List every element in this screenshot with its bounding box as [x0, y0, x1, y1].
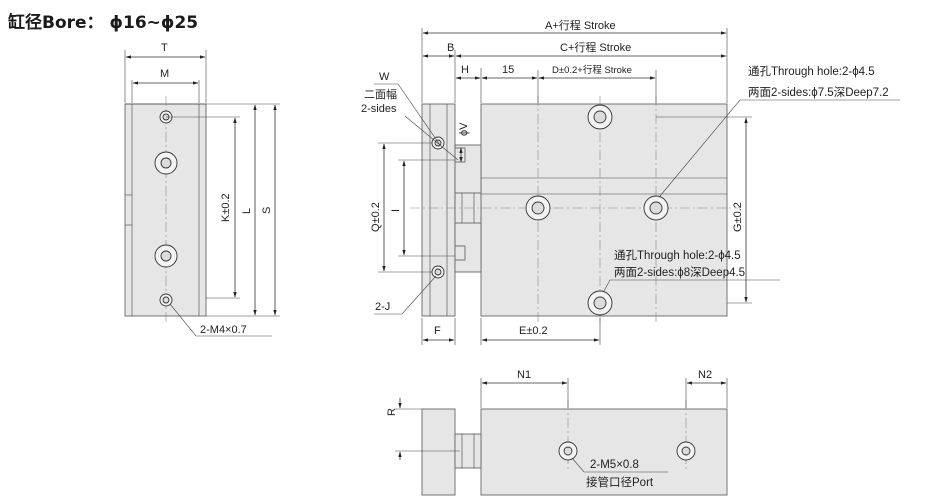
bottom-end-plate	[421, 408, 456, 496]
dim-W: W	[379, 71, 390, 83]
dim-G: G±0.2	[732, 202, 744, 232]
through-hole-top-2: 两面2-sides:ϕ7.5深Deep7.2	[748, 85, 889, 99]
dim-F: F	[434, 325, 441, 337]
dim-E: E±0.2	[519, 325, 548, 337]
left-end-view: T M K±0.2 L S 2-M4×0.7	[124, 42, 280, 337]
dim-C-stroke: C+行程 Stroke	[560, 41, 631, 54]
dim-H: H	[461, 64, 469, 76]
dim-A-stroke: A+行程 Stroke	[545, 19, 616, 32]
dim-L: L	[241, 208, 253, 214]
through-hole-top-1: 通孔Through hole:2-ϕ4.5	[748, 65, 875, 78]
dim-S: S	[261, 207, 273, 214]
bore-title: 缸径Bore： ϕ16~ϕ25	[8, 13, 199, 33]
dim-I: I	[390, 209, 402, 212]
main-side-view: A+行程 Stroke C+行程 Stroke B H 15 D±0.2+行程 …	[361, 19, 900, 345]
dim-D-stroke: D±0.2+行程 Stroke	[552, 64, 632, 76]
dim-N1: N1	[517, 369, 531, 381]
cylinder-body	[480, 103, 728, 317]
two-sides-label-cn: 二面幅	[364, 88, 397, 101]
dim-K: K±0.2	[220, 193, 232, 222]
tap-note: 2-M4×0.7	[200, 324, 247, 336]
end-plate	[421, 103, 456, 317]
bottom-view: N1 N2 R 2-M5×0.8 接管口径Port	[386, 369, 728, 496]
port-note-2: 接管口径Port	[586, 475, 654, 489]
two-sides-label-en: 2-sides	[361, 103, 397, 115]
dim-T: T	[161, 42, 168, 54]
dim-R: R	[386, 408, 398, 416]
port-note-1: 2-M5×0.8	[590, 459, 639, 471]
dim-M: M	[160, 68, 169, 80]
dim-2J: 2-J	[375, 301, 390, 313]
dim-B: B	[447, 42, 454, 54]
end-plate-body	[124, 103, 207, 317]
through-hole-bot-2: 两面2-sides:ϕ8深Deep4.5	[614, 265, 745, 279]
dim-Q: Q±0.2	[370, 202, 382, 232]
dim-phiV: ϕV	[458, 122, 470, 136]
dim-N2: N2	[698, 369, 712, 381]
dim-15: 15	[502, 64, 514, 76]
through-hole-bot-1: 通孔Through hole:2-ϕ4.5	[614, 249, 741, 262]
